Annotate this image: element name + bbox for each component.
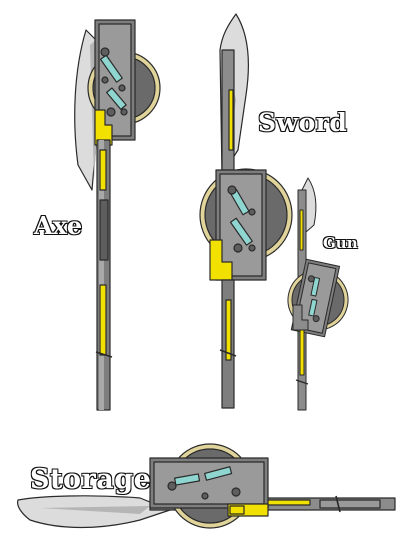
- gun-weapon-illustration: [287, 177, 349, 411]
- axe-label: Axe: [33, 211, 83, 240]
- sword-weapon-illustration: [199, 13, 293, 409]
- sword-label: Sword: [257, 108, 348, 137]
- storage-weapon-illustration: [17, 443, 396, 529]
- axe-weapon-illustration: [74, 19, 161, 411]
- storage-label: Storage: [29, 464, 152, 495]
- gun-label: Gun: [323, 234, 359, 252]
